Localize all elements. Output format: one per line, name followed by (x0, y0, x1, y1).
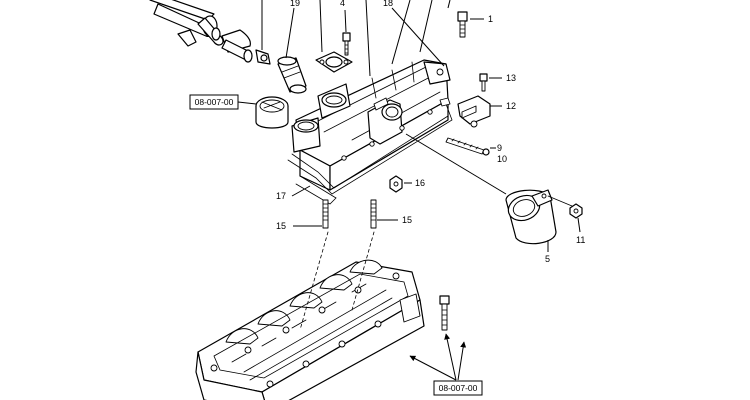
leader-cover-to-5 (405, 133, 507, 195)
callout-1: 1 (488, 14, 493, 24)
callout-15-left: 15 (276, 221, 286, 231)
callout-16: 16 (415, 178, 425, 188)
callout-18: 18 (383, 0, 393, 8)
part-13-screw (479, 73, 488, 92)
callout-15-right: 15 (402, 215, 412, 225)
callout-4: 4 (340, 0, 345, 8)
leader-top-b (319, 0, 323, 53)
reference-label-upper: 08-007-00 (195, 97, 234, 107)
part-17-gasket (287, 103, 453, 205)
callout-11: 11 (576, 235, 585, 245)
callout-13: 13 (506, 73, 516, 83)
callout-17: 17 (276, 191, 286, 201)
leader-top-e (419, 0, 433, 53)
callout-9: 9 (497, 143, 502, 153)
part-11-nut (569, 203, 583, 219)
head-bolt (439, 295, 450, 331)
part-9-stud (445, 137, 490, 156)
leader-11 (577, 217, 581, 233)
filler-plate-upper (315, 51, 353, 73)
arrow-ref-lower-b (444, 333, 457, 381)
part-19-fitting (277, 56, 307, 94)
alignment-lines (299, 231, 375, 331)
reference-label-lower: 08-007-00 (439, 383, 478, 393)
leader-18 (391, 7, 445, 67)
callout-19: 19 (290, 0, 300, 8)
callout-5: 5 (545, 254, 550, 264)
arrow-ref-lower-c (457, 341, 467, 381)
leader-4 (344, 9, 347, 33)
leader-top-f (447, 0, 451, 9)
leader-19 (285, 7, 295, 59)
leader-ref-upper (237, 101, 257, 105)
breather-hose-assembly (149, 0, 271, 65)
callout-12: 12 (506, 101, 516, 111)
arrow-ref-lower-a (409, 355, 457, 381)
part-12-sensor (439, 95, 491, 128)
reference-box-upper: 08-007-00 (189, 94, 239, 110)
valve-cover (291, 59, 451, 191)
cylinder-head (195, 259, 425, 400)
part-16-nut (389, 175, 403, 193)
oil-filler-cap (255, 96, 289, 129)
reference-box-lower: 08-007-00 (433, 380, 483, 396)
leader-top-d (391, 0, 411, 65)
callout-10: 10 (497, 154, 507, 164)
part-15-stud-left (322, 199, 329, 229)
part-5-elbow-pipe (505, 189, 573, 245)
leader-17 (291, 185, 311, 197)
part-1-bolt (457, 11, 468, 38)
part-4-bolt (342, 32, 351, 56)
part-15-stud-right (370, 199, 377, 229)
leader-top-c (365, 0, 371, 77)
